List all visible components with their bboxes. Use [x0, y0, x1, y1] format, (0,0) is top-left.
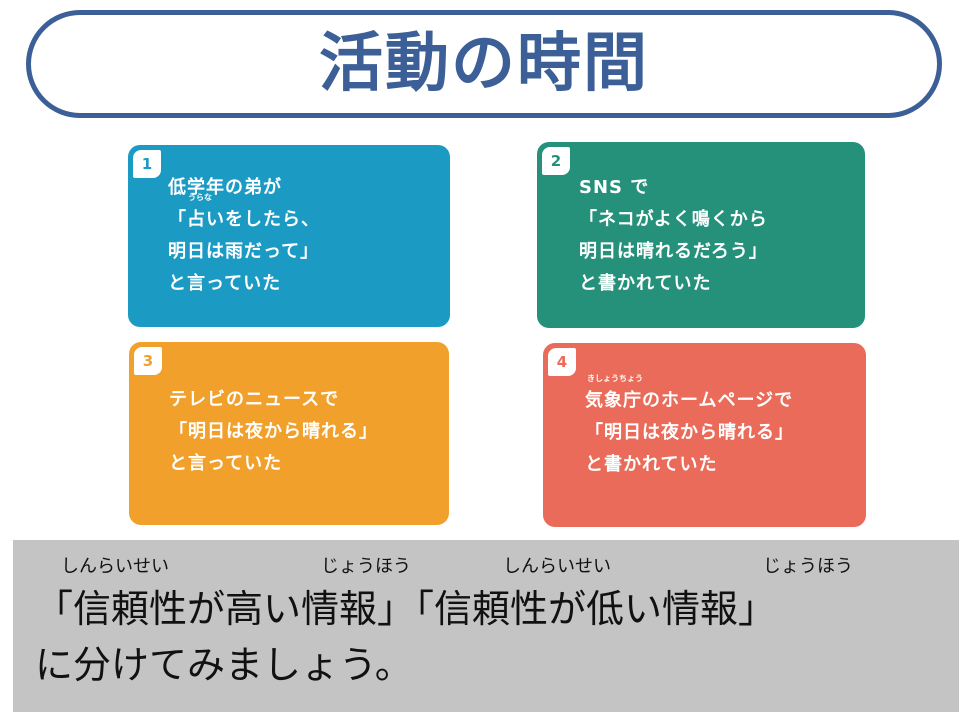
card-line: SNS で — [579, 177, 650, 198]
card-line: テレビのニュースで — [169, 389, 340, 410]
card-line: 明日は雨だって」 — [168, 241, 320, 262]
card-number-badge: 1 — [133, 150, 161, 178]
card-text: きしょうちょう 気象庁のホームページで 「明日は夜から晴れる」 と書かれていた — [585, 374, 794, 481]
card-line: 明日は晴れるだろう」 — [579, 241, 768, 262]
ruby-reading: うらな — [188, 193, 212, 202]
page-title: 活動の時間 — [319, 27, 649, 101]
card-line: と言っていた — [168, 273, 282, 294]
card-line: 「明日は夜から晴れる」 — [585, 422, 794, 443]
card-line: 気象庁のホームページで — [585, 390, 794, 411]
card-line: 「ネコがよく鳴くから — [579, 209, 768, 230]
card-text: 低学年の弟が うらな 「占いをしたら、 明日は雨だって」 と言っていた — [168, 172, 320, 300]
instruction-line-1: 「信頼性が高い情報」「信頼性が低い情報」 — [35, 587, 777, 631]
card-line: 「占いをしたら、 — [168, 209, 320, 230]
card-line-with-ruby: うらな 「占いをしたら、 — [168, 193, 320, 236]
card-line: と言っていた — [169, 453, 283, 474]
card-1: 1 低学年の弟が うらな 「占いをしたら、 明日は雨だって」 と言っていた — [128, 145, 450, 327]
card-2: 2 SNS で 「ネコがよく鳴くから 明日は晴れるだろう」 と書かれていた — [537, 142, 865, 328]
card-line: と書かれていた — [579, 273, 712, 294]
card-text: SNS で 「ネコがよく鳴くから 明日は晴れるだろう」 と書かれていた — [579, 172, 768, 300]
card-3: 3 テレビのニュースで 「明日は夜から晴れる」 と言っていた — [129, 342, 449, 525]
ruby-reading: しんらいせい — [61, 556, 169, 577]
instruction-line-2: に分けてみましょう。 — [35, 643, 413, 687]
card-number-badge: 4 — [548, 348, 576, 376]
instruction-panel: しんらいせい じょうほう しんらいせい じょうほう 「信頼性が高い情報」「信頼性… — [13, 540, 959, 712]
card-4: 4 きしょうちょう 気象庁のホームページで 「明日は夜から晴れる」 と書かれてい… — [543, 343, 866, 527]
card-line: と書かれていた — [585, 454, 718, 475]
ruby-reading: きしょうちょう — [587, 374, 643, 383]
ruby-reading: じょうほう — [321, 556, 411, 577]
ruby-reading: じょうほう — [763, 556, 853, 577]
card-number-badge: 2 — [542, 147, 570, 175]
card-line: 低学年の弟が — [168, 177, 282, 198]
card-text: テレビのニュースで 「明日は夜から晴れる」 と言っていた — [169, 384, 378, 480]
card-line: 「明日は夜から晴れる」 — [169, 421, 378, 442]
card-line-with-ruby: きしょうちょう 気象庁のホームページで — [585, 374, 794, 417]
ruby-reading: しんらいせい — [503, 556, 611, 577]
card-number-badge: 3 — [134, 347, 162, 375]
title-banner: 活動の時間 — [26, 10, 942, 118]
